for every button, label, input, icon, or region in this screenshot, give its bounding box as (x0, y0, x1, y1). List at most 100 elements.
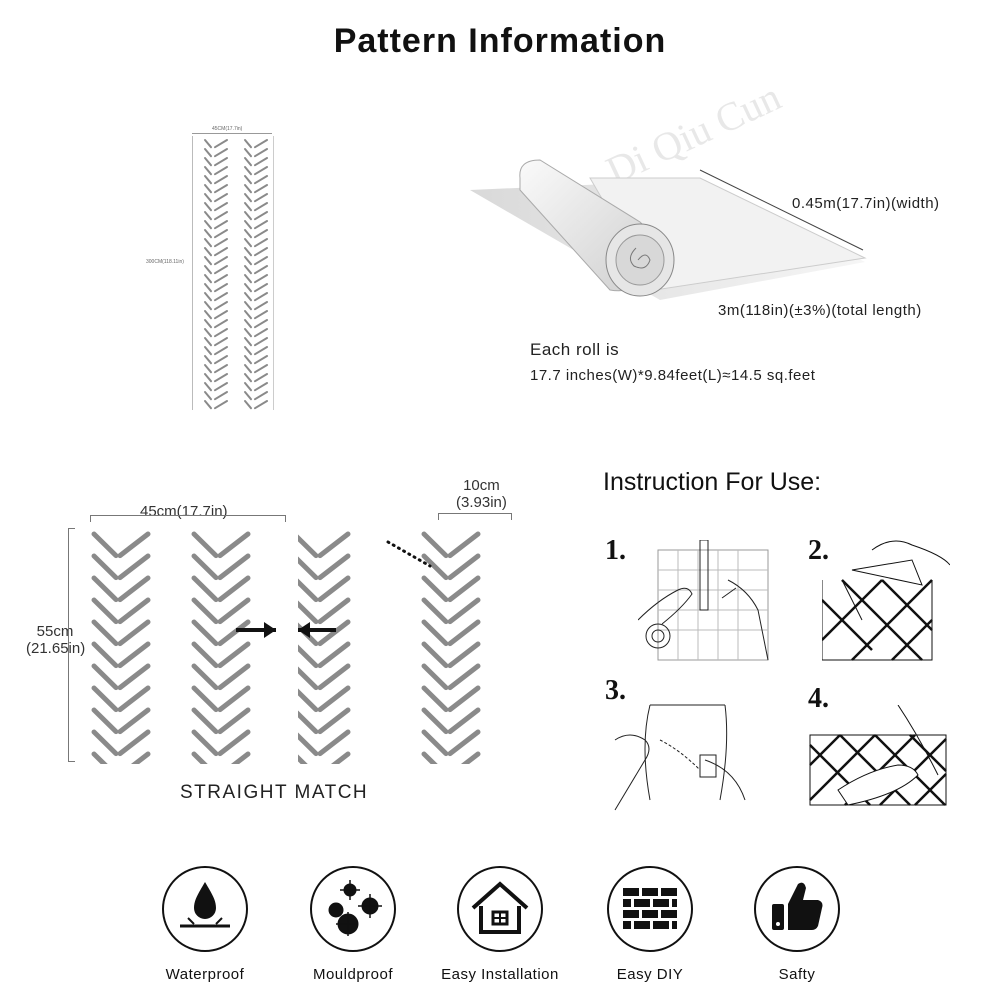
pattern-stroke (204, 319, 212, 329)
pattern-stroke (214, 211, 228, 221)
pattern-stroke (254, 373, 268, 383)
pattern-stroke (317, 729, 351, 757)
pattern-stroke (217, 685, 251, 713)
pattern-stroke (244, 400, 252, 410)
pattern-stroke (204, 166, 212, 176)
arrow-right-head (264, 622, 276, 638)
pattern-stroke (421, 531, 449, 559)
pattern-stroke (244, 292, 252, 302)
pattern-stroke (254, 256, 268, 266)
pattern-stroke (214, 256, 228, 266)
pattern-stroke (447, 531, 481, 559)
pattern-stroke (244, 265, 252, 275)
pattern-stroke (244, 319, 252, 329)
each-roll-line1: Each roll is (530, 340, 620, 359)
roll-illustration (470, 150, 880, 310)
match-height-label: 55cm (21.65in) (26, 623, 85, 657)
pattern-stroke (191, 685, 219, 713)
each-roll-line2: 17.7 inches(W)*9.84feet(L)≈14.5 sq.feet (530, 367, 816, 384)
pattern-stroke (191, 575, 219, 603)
pattern-stroke (421, 729, 449, 757)
pattern-stroke (254, 382, 268, 392)
pattern-stroke (447, 553, 481, 581)
pattern-stroke (421, 707, 449, 735)
straight-match-caption: STRAIGHT MATCH (180, 782, 369, 803)
pattern-stroke (421, 597, 449, 625)
pattern-stroke (214, 355, 228, 365)
pattern-stroke (91, 641, 119, 669)
pattern-stroke (244, 139, 252, 149)
pattern-stroke (254, 157, 268, 167)
pattern-stroke (421, 685, 449, 713)
pattern-stroke (447, 597, 481, 625)
feature-safty: Safty (727, 866, 867, 983)
pattern-stroke (204, 265, 212, 275)
pattern-stroke (91, 707, 119, 735)
pattern-stroke (214, 292, 228, 302)
pattern-stroke (214, 310, 228, 320)
pattern-stroke (91, 751, 119, 779)
pattern-stroke (204, 148, 212, 158)
pattern-stroke (217, 729, 251, 757)
mould-icon (310, 866, 396, 952)
step-number-2: 2. (808, 535, 829, 566)
pattern-stroke (317, 597, 351, 625)
feature-waterproof: Waterproof (135, 866, 275, 983)
pattern-stroke (254, 328, 268, 338)
pattern-stroke (204, 400, 212, 410)
pattern-stroke (317, 553, 351, 581)
pattern-stroke (117, 729, 151, 757)
pattern-stroke (204, 283, 212, 293)
pattern-stroke (421, 553, 449, 581)
pattern-stroke (254, 346, 268, 356)
pattern-stroke (244, 166, 252, 176)
step-number-3: 3. (605, 675, 626, 706)
pattern-stroke (214, 238, 228, 248)
pattern-stroke (214, 166, 228, 176)
pattern-stroke (244, 346, 252, 356)
pattern-stroke (421, 619, 449, 647)
pattern-stroke (317, 685, 351, 713)
repeat-label: 10cm (3.93in) (456, 477, 507, 511)
thumbs-up-icon (754, 866, 840, 952)
step-number-4: 4. (808, 683, 829, 714)
pattern-stroke (204, 175, 212, 185)
pattern-stroke (421, 641, 449, 669)
feature-label-waterproof: Waterproof (165, 966, 245, 983)
pattern-stroke (214, 274, 228, 284)
pattern-stroke (244, 373, 252, 383)
straight-match-diagram (78, 528, 528, 779)
pattern-stroke (214, 391, 228, 401)
pattern-stroke (117, 597, 151, 625)
pattern-stroke (214, 139, 228, 149)
pattern-stroke (447, 707, 481, 735)
step-4-illustration (808, 704, 948, 813)
pattern-stroke (204, 238, 212, 248)
pattern-stroke (254, 166, 268, 176)
pattern-stroke (244, 337, 252, 347)
pattern-stroke (217, 553, 251, 581)
pattern-stroke (254, 148, 268, 158)
pattern-stroke (191, 751, 219, 779)
pattern-stroke (91, 729, 119, 757)
pattern-stroke (217, 619, 251, 647)
pattern-stroke (244, 274, 252, 284)
pattern-stroke (191, 729, 219, 757)
pattern-stroke (244, 238, 252, 248)
pattern-stroke (244, 220, 252, 230)
pattern-stroke (254, 175, 268, 185)
pattern-stroke (244, 310, 252, 320)
pattern-stroke (244, 391, 252, 401)
pattern-stroke (244, 148, 252, 158)
pattern-stroke (117, 531, 151, 559)
pattern-stroke (191, 531, 219, 559)
pattern-stroke (244, 256, 252, 266)
match-height-line1: 55cm (36, 623, 74, 640)
pattern-stroke (91, 597, 119, 625)
pattern-stroke (204, 193, 212, 203)
pattern-stroke (254, 265, 268, 275)
pattern-stroke (214, 157, 228, 167)
pattern-stroke (214, 193, 228, 203)
pattern-stroke (204, 184, 212, 194)
pattern-stroke (447, 641, 481, 669)
